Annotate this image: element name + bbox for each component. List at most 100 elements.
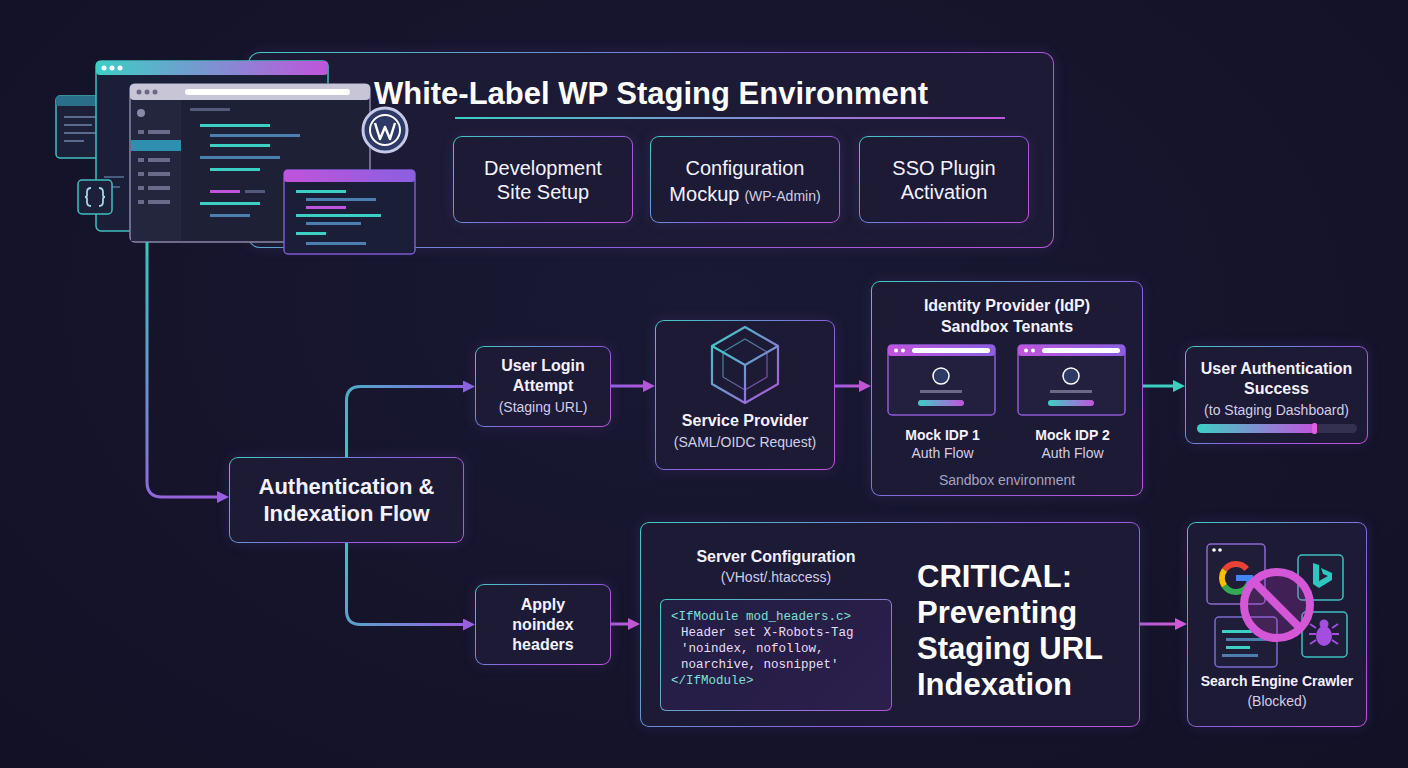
node-sublabel: (SAML/OIDC Request) — [674, 433, 816, 451]
sidebar — [131, 100, 181, 241]
code-line — [210, 190, 240, 193]
node-sublabel: (to Staging Dashboard) — [1204, 401, 1349, 419]
wordpress-logo — [363, 108, 407, 152]
google-icon — [1207, 544, 1265, 604]
node-sublabel: (Blocked) — [1247, 692, 1306, 710]
flow-connector — [611, 385, 644, 388]
window-dot — [1212, 548, 1216, 552]
dashboard-window — [130, 84, 370, 242]
window-frame — [1018, 345, 1125, 415]
node-label: Server Configuration — [660, 547, 892, 567]
node-label: Search Engine Crawler — [1201, 672, 1354, 690]
sidebar-item — [148, 158, 170, 162]
window-bar — [888, 345, 995, 356]
window-dot — [118, 66, 123, 71]
code-window — [284, 170, 415, 254]
group-panel: Identity Provider (IdP) Sandbox TenantsS… — [871, 281, 1143, 496]
result-box: User Authentication Success(to Staging D… — [1185, 346, 1368, 444]
window-dot — [894, 349, 898, 353]
brace-left — [85, 188, 91, 206]
code-line — [210, 214, 250, 217]
sidebar-logo — [137, 109, 145, 117]
code-line — [1222, 630, 1252, 633]
service-box: Service Provider (SAML/OIDC Request) — [655, 320, 835, 470]
sidebar-item — [148, 200, 170, 204]
code-line — [1226, 646, 1250, 649]
code-line — [104, 176, 124, 178]
code-line — [245, 190, 265, 193]
spider-body — [1316, 626, 1332, 646]
hub-box: Authentication & Indexation Flow — [229, 457, 464, 543]
process-box: SSO Plugin Activation — [859, 136, 1029, 223]
code-line — [296, 232, 326, 235]
node-label: Mock IDP 2 — [1035, 426, 1109, 444]
node-label: Mock IDP 1 — [905, 426, 979, 444]
icon-frame — [1207, 544, 1265, 604]
node-label: User Login Attempt — [484, 356, 602, 396]
sidebar-item — [148, 172, 170, 176]
logo-mark — [375, 123, 395, 139]
code-block: <IfModule mod_headers.c>Header set X-Rob… — [660, 599, 892, 711]
crawler-box: Search Engine Crawler (Blocked) — [1187, 522, 1367, 727]
flow-connector — [835, 385, 860, 388]
wp-mini-logo — [1063, 368, 1079, 384]
window-dot — [110, 66, 115, 71]
cube-icon — [712, 327, 778, 403]
node-label: White-Label WP Staging Environment — [249, 53, 1053, 112]
progress-knob — [1312, 423, 1317, 434]
node-sublabel: (WP-Admin) — [744, 188, 820, 204]
progress-track — [1197, 424, 1357, 433]
node-sublabel: </IfModule> — [671, 673, 881, 689]
window-dot — [1218, 548, 1222, 552]
wp-mini-logo — [933, 368, 949, 384]
code-line — [1226, 638, 1266, 641]
node-sublabel: (Staging URL) — [499, 398, 588, 416]
node-sublabel: CRITICAL: Preventing Staging URL Indexat… — [917, 559, 1132, 703]
page-icon — [1215, 617, 1277, 667]
g-blue — [1236, 578, 1250, 585]
code-line — [200, 156, 280, 159]
node-label: Development Site Setup — [468, 156, 618, 204]
process-box: Development Site Setup — [453, 136, 633, 223]
node-label: Identity Provider (IdP) Sandbox Tenants — [902, 296, 1112, 338]
sidebar-item — [138, 158, 144, 162]
heading-underline — [455, 117, 1005, 119]
badge-frame — [78, 180, 112, 214]
node-sublabel: Sandbox environment — [872, 472, 1142, 488]
window-dot — [1031, 349, 1035, 353]
idp-tenant: Mock IDP 1Auth Flow — [889, 346, 996, 461]
node-label: Service Provider — [682, 411, 808, 431]
panel-group: White-Label WP Staging EnvironmentDevelo… — [248, 52, 1054, 248]
g-red — [1225, 564, 1247, 570]
code-line — [306, 198, 376, 201]
icon-frame — [1298, 555, 1343, 600]
logo-ring — [363, 108, 407, 152]
mock-idp-window — [1018, 345, 1125, 415]
window-bar — [56, 96, 130, 106]
browser-window — [96, 61, 328, 231]
flow-connector — [611, 623, 629, 626]
window-bar — [130, 84, 370, 100]
code-line — [296, 214, 381, 217]
window-bar — [96, 61, 328, 75]
flow-connector — [347, 543, 465, 625]
node-sublabel: (VHost/.htaccess) — [660, 568, 892, 586]
code-line — [64, 140, 84, 142]
code-line — [306, 222, 361, 225]
node-sublabel: Auth Flow — [1041, 444, 1103, 462]
brace-right — [99, 188, 105, 206]
field-line — [1050, 390, 1092, 393]
bing-mark — [1313, 563, 1332, 588]
blocked-ring — [1244, 572, 1310, 638]
window-dot — [1024, 349, 1028, 353]
sidebar-item — [138, 186, 144, 190]
process-box: User Login Attempt (Staging URL) — [475, 346, 611, 427]
node-label: Apply noindex headers — [498, 595, 588, 655]
sidebar-item — [138, 200, 144, 204]
icon-frame — [1215, 617, 1277, 667]
address-bar — [185, 89, 350, 95]
process-box: Apply noindex headers — [475, 584, 611, 665]
code-line — [210, 168, 260, 171]
mock-idp-window — [888, 345, 995, 415]
sidebar-item — [148, 130, 170, 134]
